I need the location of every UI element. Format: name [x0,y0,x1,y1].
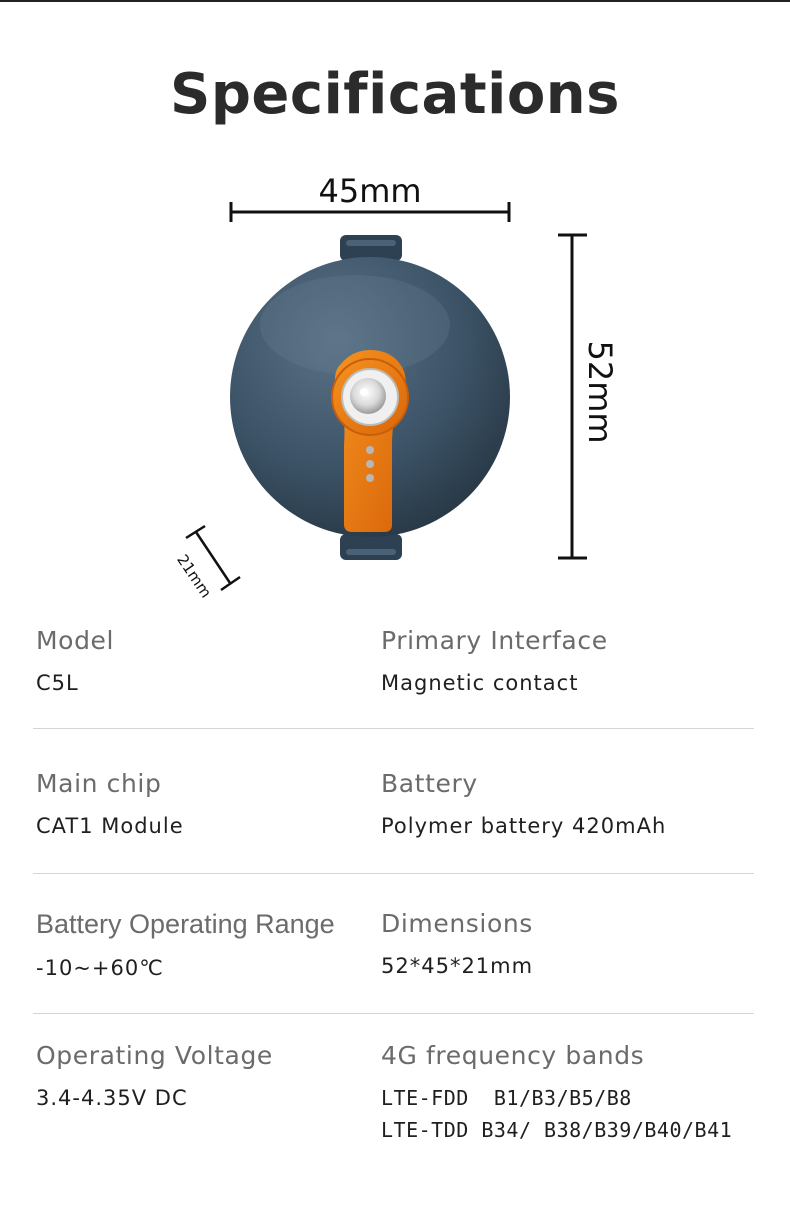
spec-value: Polymer battery 420mAh [381,814,667,838]
spec-operating-voltage: Operating Voltage 3.4-4.35V DC [36,1041,273,1110]
spec-value: C5L [36,671,79,695]
page-title: Specifications [170,62,620,127]
top-border-line [0,0,790,2]
spec-dimensions: Dimensions 52*45*21mm [381,909,533,978]
spec-4g-frequency-bands: 4G frequency bands LTE-FDD B1/B3/B5/B8 L… [381,1041,732,1142]
divider [33,1013,754,1014]
spec-label: Operating Voltage [36,1041,273,1070]
spec-battery-operating-range: Battery Operating Range -10~+60℃ [36,909,335,980]
spec-label: Main chip [36,769,162,798]
spec-value: 52*45*21mm [381,954,534,978]
spec-value: 3.4-4.35V DC [36,1086,188,1110]
divider [33,728,754,729]
spec-label: Dimensions [381,909,533,938]
spec-battery: Battery Polymer battery 420mAh [381,769,666,838]
spec-primary-interface: Primary Interface Magnetic contact [381,626,608,695]
depth-dimension-line [185,524,241,592]
indicator-lights-icon [366,446,374,482]
spec-label: Battery Operating Range [36,909,335,939]
height-label: 52mm [581,340,619,443]
device-illustration: 45mm 52mm 21mm [173,172,619,601]
width-label: 45mm [318,172,421,210]
depth-label: 21mm [173,551,215,601]
spec-main-chip: Main chip CAT1 Module [36,769,184,838]
camera-lens-icon [350,378,386,414]
spec-value-fdd: LTE-FDD B1/B3/B5/B8 [381,1086,632,1110]
spec-label: Primary Interface [381,626,608,655]
spec-value: -10~+60℃ [36,956,164,980]
spec-value: Magnetic contact [381,671,579,695]
spec-value: CAT1 Module [36,814,184,838]
spec-value-tdd: LTE-TDD B34/ B38/B39/B40/B41 [381,1118,733,1142]
height-dimension-line [558,233,587,560]
width-dimension-line [229,202,511,222]
spec-label: Battery [381,769,478,798]
spec-label: Model [36,626,115,655]
device-strap-tabs [340,235,402,560]
divider [33,873,754,874]
spec-label: 4G frequency bands [381,1041,645,1070]
product-dimension-figure: 45mm 52mm 21mm [0,160,790,610]
spec-model: Model C5L [36,626,114,695]
